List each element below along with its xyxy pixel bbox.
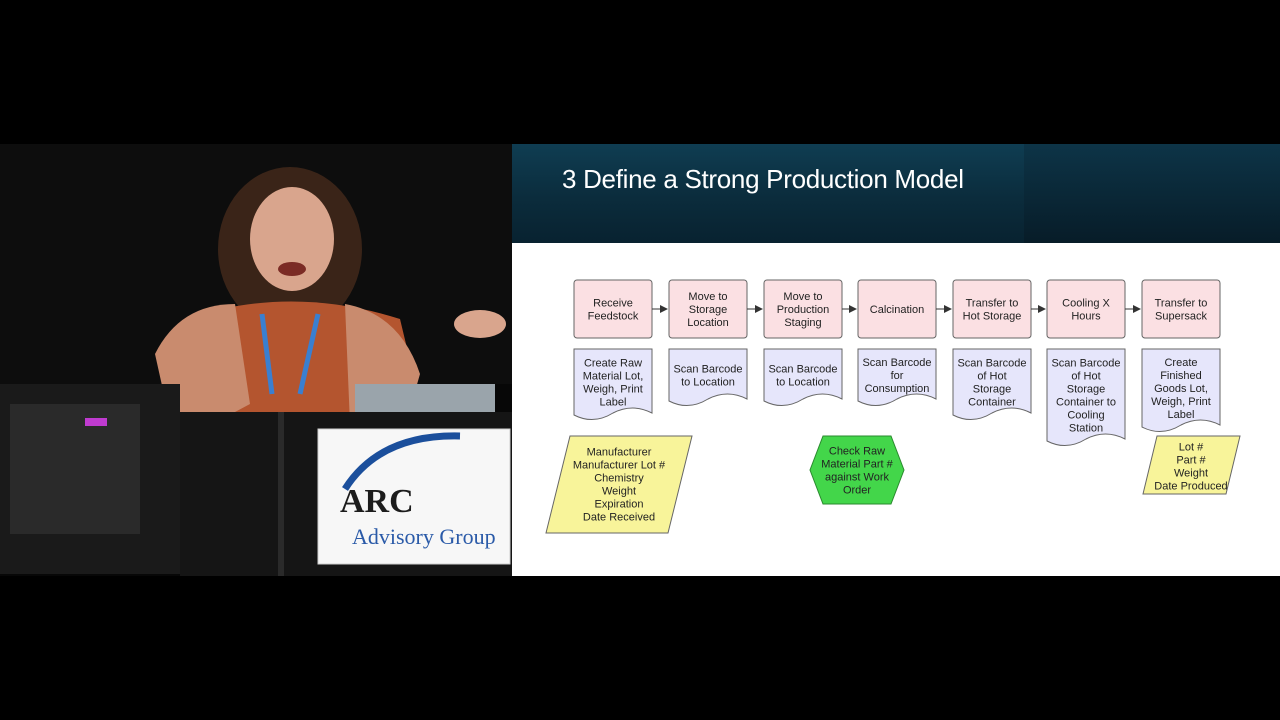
flow-text: Move to xyxy=(688,291,727,303)
flow-text: Finished xyxy=(1160,370,1202,382)
flow-text: Production xyxy=(777,304,830,316)
flow-text: Manufacturer xyxy=(587,447,652,459)
slide-title: 3 Define a Strong Production Model xyxy=(562,164,964,194)
flow-text: Date Produced xyxy=(1154,481,1227,493)
document-shape xyxy=(857,348,937,406)
flow-text: Chemistry xyxy=(594,473,644,485)
flow-text: Container xyxy=(968,397,1016,409)
data-shape xyxy=(545,435,693,534)
flow-text: Scan Barcode xyxy=(768,364,837,376)
flow-text: Storage xyxy=(1067,384,1106,396)
process-step-4: Calcination xyxy=(857,279,937,339)
document-shape xyxy=(1141,348,1221,432)
flow-text: to Location xyxy=(776,377,830,389)
flow-text: Order xyxy=(843,485,871,497)
flow-text: Storage xyxy=(689,304,728,316)
flow-text: Scan Barcode xyxy=(862,357,931,369)
document-shape xyxy=(763,348,843,406)
flow-text: Location xyxy=(687,317,729,329)
flow-text: Material Part # xyxy=(821,459,893,471)
flow-text: Date Received xyxy=(583,512,655,524)
flow-text: Weight xyxy=(602,486,636,498)
flow-text: Scan Barcode xyxy=(957,358,1026,370)
flow-text: Label xyxy=(600,397,627,409)
flow-text: Weigh, Print xyxy=(583,384,643,396)
flow-text: Staging xyxy=(784,317,821,329)
hexagon-shape xyxy=(809,435,905,505)
flow-text: Lot # xyxy=(1179,442,1204,454)
presenter-face xyxy=(250,187,334,291)
flow-text: Hours xyxy=(1071,311,1101,323)
arc-logo-sign xyxy=(317,428,511,565)
flow-text: Label xyxy=(1168,409,1195,421)
flow-text: to Location xyxy=(681,377,735,389)
slide: 3 Define a Strong Production Model Recei… xyxy=(512,144,1280,576)
flow-text: Cooling xyxy=(1067,410,1104,422)
flow-text: Station xyxy=(1069,423,1103,435)
flow-text: Transfer to xyxy=(1155,298,1208,310)
process-box xyxy=(1141,279,1221,339)
flow-text: Move to xyxy=(783,291,822,303)
flow-text: Calcination xyxy=(870,304,924,316)
flow-text: for xyxy=(891,370,904,382)
flow-text: Check Raw xyxy=(829,446,885,458)
flow-text: Manufacturer Lot # xyxy=(573,460,666,472)
flow-text: Receive xyxy=(593,298,633,310)
flow-text: Feedstock xyxy=(588,311,639,323)
flow-text: Scan Barcode xyxy=(673,364,742,376)
flow-text: Hot Storage xyxy=(963,311,1022,323)
arc-logo-subtext: Advisory Group xyxy=(352,524,496,549)
flow-text: Create Raw xyxy=(584,358,642,370)
flow-text: Create xyxy=(1164,357,1197,369)
flow-text: Weight xyxy=(1174,468,1208,480)
flow-text: Part # xyxy=(1176,455,1206,467)
flow-text: Storage xyxy=(973,384,1012,396)
flow-text: Scan Barcode xyxy=(1051,358,1120,370)
arc-logo-text: ARC xyxy=(340,483,414,520)
flow-text: Consumption xyxy=(865,383,930,395)
flow-text: of Hot xyxy=(977,371,1006,383)
presenter-video: ARC Advisory Group xyxy=(0,144,512,576)
flow-text: of Hot xyxy=(1071,371,1100,383)
data-shape xyxy=(1142,435,1241,495)
flow-text: Goods Lot, xyxy=(1154,383,1208,395)
flow-text: Supersack xyxy=(1155,311,1207,323)
document-shape xyxy=(1046,348,1126,446)
flow-text: Container to xyxy=(1056,397,1116,409)
flow-text: Weigh, Print xyxy=(1151,396,1211,408)
presenter-scene: ARC Advisory Group xyxy=(0,144,512,576)
flow-text: Material Lot, xyxy=(583,371,644,383)
flow-text: Cooling X xyxy=(1062,298,1110,310)
header-accent-panel xyxy=(1024,144,1280,243)
flow-text: Expiration xyxy=(595,499,644,511)
flow-text: against Work xyxy=(825,472,889,484)
document-shape xyxy=(573,348,653,420)
slide-header: 3 Define a Strong Production Model xyxy=(512,144,1280,243)
flow-text: Transfer to xyxy=(966,298,1019,310)
document-shape xyxy=(952,348,1032,420)
document-shape xyxy=(668,348,748,406)
